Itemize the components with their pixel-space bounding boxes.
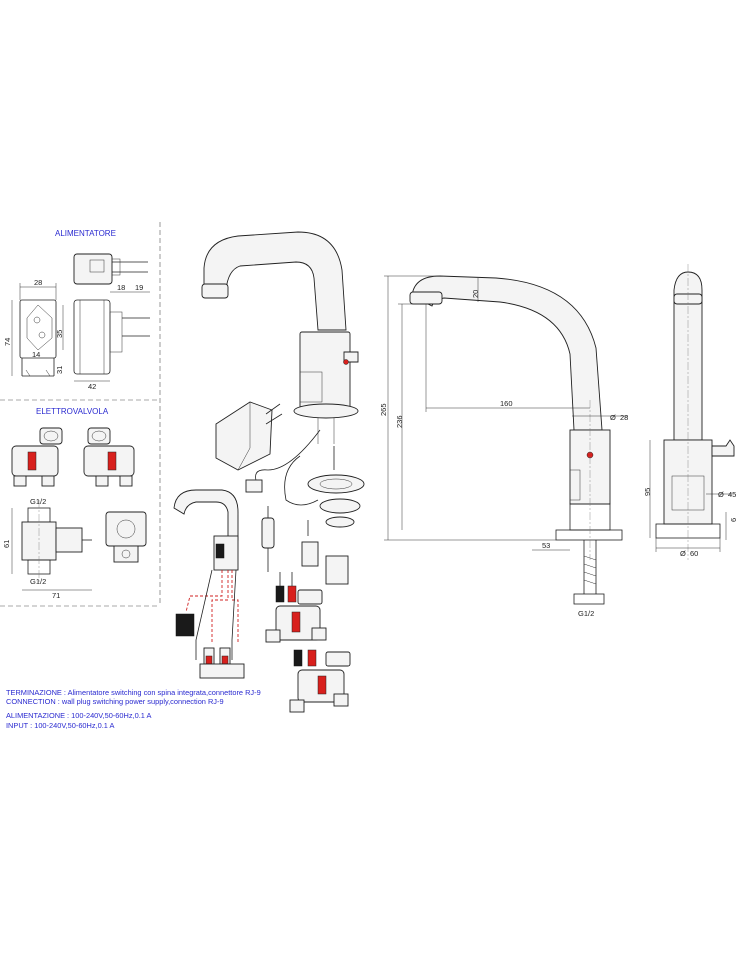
- spec-label: ALIMENTAZIONE :: [6, 711, 70, 721]
- dim-spout-height: 236: [395, 415, 404, 428]
- spec-line-input: INPUT : 100-240V,50-60Hz,0.1 A: [6, 721, 426, 730]
- valve-iso-right: [83, 427, 135, 487]
- spec-label: CONNECTION :: [6, 697, 60, 707]
- dim-faucet-thread: G1/2: [578, 609, 594, 618]
- panel-separators: [0, 222, 161, 607]
- dim-adapter-width: 28: [34, 278, 42, 287]
- solenoid-valve-panel: ELETTROVALVOLA G1/2: [2, 407, 147, 600]
- dim-body-height: 95: [643, 488, 652, 496]
- dim-body-diameter: 28: [620, 413, 628, 422]
- plug-top-view: [73, 253, 148, 285]
- power-supply-title: ALIMENTATORE: [55, 229, 116, 238]
- valve-iso-left: [11, 427, 63, 487]
- faucet-dimension-side-view: G1/2 265 236 20 160 Ø 28 53: [379, 275, 628, 618]
- spec-value: 100-240V,50-60Hz,0.1 A: [32, 720, 115, 730]
- dim-adapter-depth: 42: [88, 382, 96, 391]
- dim-diameter-symbol-45: Ø: [718, 490, 724, 499]
- valve-front-view: G1/2 G1/2 61 71: [2, 497, 92, 600]
- adapter-front-view: 28 74 35 14 31: [3, 278, 64, 377]
- dim-base-diameter: 60: [690, 549, 698, 558]
- faucet-iso-wiring-view: [173, 489, 245, 679]
- dim-side-18: 18: [117, 283, 125, 292]
- dim-body-diameter-45: 45: [728, 490, 736, 499]
- dim-diameter-symbol-28: Ø: [610, 413, 616, 422]
- dim-valve-height: 61: [2, 540, 11, 548]
- dim-base-14: 14: [32, 350, 40, 359]
- dim-adapter-height: 74: [3, 338, 12, 346]
- spec-line-power: ALIMENTAZIONE : 100-240V,50-60Hz,0.1 A: [6, 711, 426, 720]
- adapter-side-view: 18 19 42: [73, 283, 150, 391]
- valve-side-view: [105, 511, 147, 563]
- faucet-dimension-front-view: 95 Ø 45 6 Ø 60: [643, 264, 738, 560]
- spec-value: 100-240V,50-60Hz,0.1 A: [69, 711, 152, 721]
- spec-line-termination: TERMINAZIONE : Alimentatore switching co…: [6, 688, 426, 697]
- dim-plate-thickness: 6: [729, 518, 738, 522]
- dim-valve-thread-top: G1/2: [30, 497, 46, 506]
- dim-base-31: 31: [55, 366, 64, 374]
- spec-value: Alimentatore switching con spina integra…: [65, 688, 261, 697]
- spec-value: wall plug switching power supply,connect…: [59, 697, 224, 707]
- dim-base-offset: 53: [542, 541, 550, 550]
- dim-valve-thread-bottom: G1/2: [30, 577, 46, 586]
- dim-spout-thickness: 20: [471, 290, 480, 298]
- spec-label: INPUT :: [6, 720, 33, 730]
- valve-title: ELETTROVALVOLA: [36, 407, 109, 416]
- spec-notes: TERMINAZIONE : Alimentatore switching co…: [6, 688, 426, 730]
- power-supply-panel: ALIMENTATORE 28 74: [3, 229, 150, 391]
- dim-valve-width: 71: [52, 591, 60, 600]
- dim-spout-reach: 160: [500, 399, 513, 408]
- spec-line-connection: CONNECTION : wall plug switching power s…: [6, 697, 426, 706]
- dim-pin-spacing: 35: [55, 330, 64, 338]
- spec-label: TERMINAZIONE :: [6, 688, 66, 697]
- dim-diameter-symbol-60: Ø: [680, 549, 686, 558]
- dim-side-19: 19: [135, 283, 143, 292]
- faucet-assembly-view: [201, 231, 365, 713]
- dim-overall-height: 265: [379, 403, 388, 416]
